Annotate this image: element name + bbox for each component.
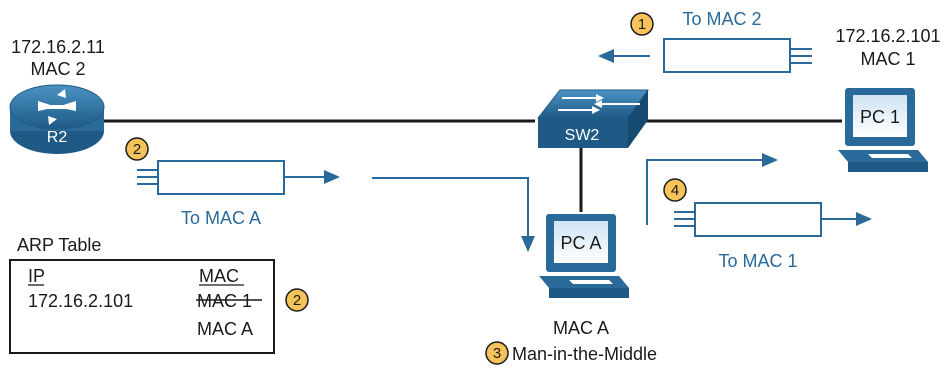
frame-to-maca <box>137 160 340 195</box>
arp-table: IP MAC 172.16.2.101 MAC 1 MAC A <box>9 259 275 354</box>
arrow-left-icon <box>598 49 614 63</box>
frame-to-mac2-label: To MAC 2 <box>682 9 761 29</box>
router-r2: R2 <box>9 84 105 154</box>
redirect-to-pca-arrow <box>372 177 535 252</box>
arp-old-mac: MAC 1 <box>197 291 252 311</box>
arrow-right-icon <box>762 153 778 167</box>
svg-text:1: 1 <box>638 16 646 33</box>
arrow-down-icon <box>521 236 535 252</box>
frame-to-mac1 <box>674 202 872 237</box>
router-mac: MAC 2 <box>30 59 85 79</box>
frame-to-maca-label: To MAC A <box>181 208 261 228</box>
badge-step2-frame: 2 <box>125 137 149 161</box>
pc1-name: PC 1 <box>860 107 900 127</box>
pc1-ip: 172.16.2.101 <box>835 26 940 46</box>
arp-col-mac: MAC <box>199 266 239 286</box>
arp-ip-value: 172.16.2.101 <box>28 291 133 311</box>
arp-new-mac: MAC A <box>197 319 253 339</box>
router-name: R2 <box>47 129 68 146</box>
network-links <box>100 119 842 212</box>
forward-to-pc1-arrow <box>646 153 778 225</box>
badge-step3: 3 <box>485 341 509 365</box>
pca-computer: PC A <box>539 214 629 298</box>
switch-sw2: SW2 <box>536 89 649 148</box>
arrow-right-icon <box>856 212 872 226</box>
router-ip: 172.16.2.11 <box>11 37 105 57</box>
mitm-caption: Man-in-the-Middle <box>512 344 657 364</box>
switch-name: SW2 <box>565 127 600 144</box>
arrow-right-icon <box>324 170 340 184</box>
svg-text:2: 2 <box>133 141 141 158</box>
badge-step2-table: 2 <box>285 288 309 312</box>
pca-mac: MAC A <box>553 318 609 338</box>
pca-name: PC A <box>560 233 601 253</box>
svg-text:2: 2 <box>293 292 301 309</box>
frame-to-mac1-label: To MAC 1 <box>718 251 797 271</box>
svg-text:4: 4 <box>671 182 679 199</box>
badge-step1: 1 <box>630 12 654 36</box>
switch-arrows-icon <box>558 94 640 114</box>
frame-to-mac2 <box>598 38 812 73</box>
pc1-mac: MAC 1 <box>860 49 915 69</box>
pc1-computer: PC 1 <box>838 88 928 172</box>
badge-step4: 4 <box>663 178 687 202</box>
arp-col-ip: IP <box>28 266 45 286</box>
router-arrows-icon <box>38 89 76 125</box>
arp-table-title: ARP Table <box>17 235 101 255</box>
svg-text:3: 3 <box>493 345 501 362</box>
